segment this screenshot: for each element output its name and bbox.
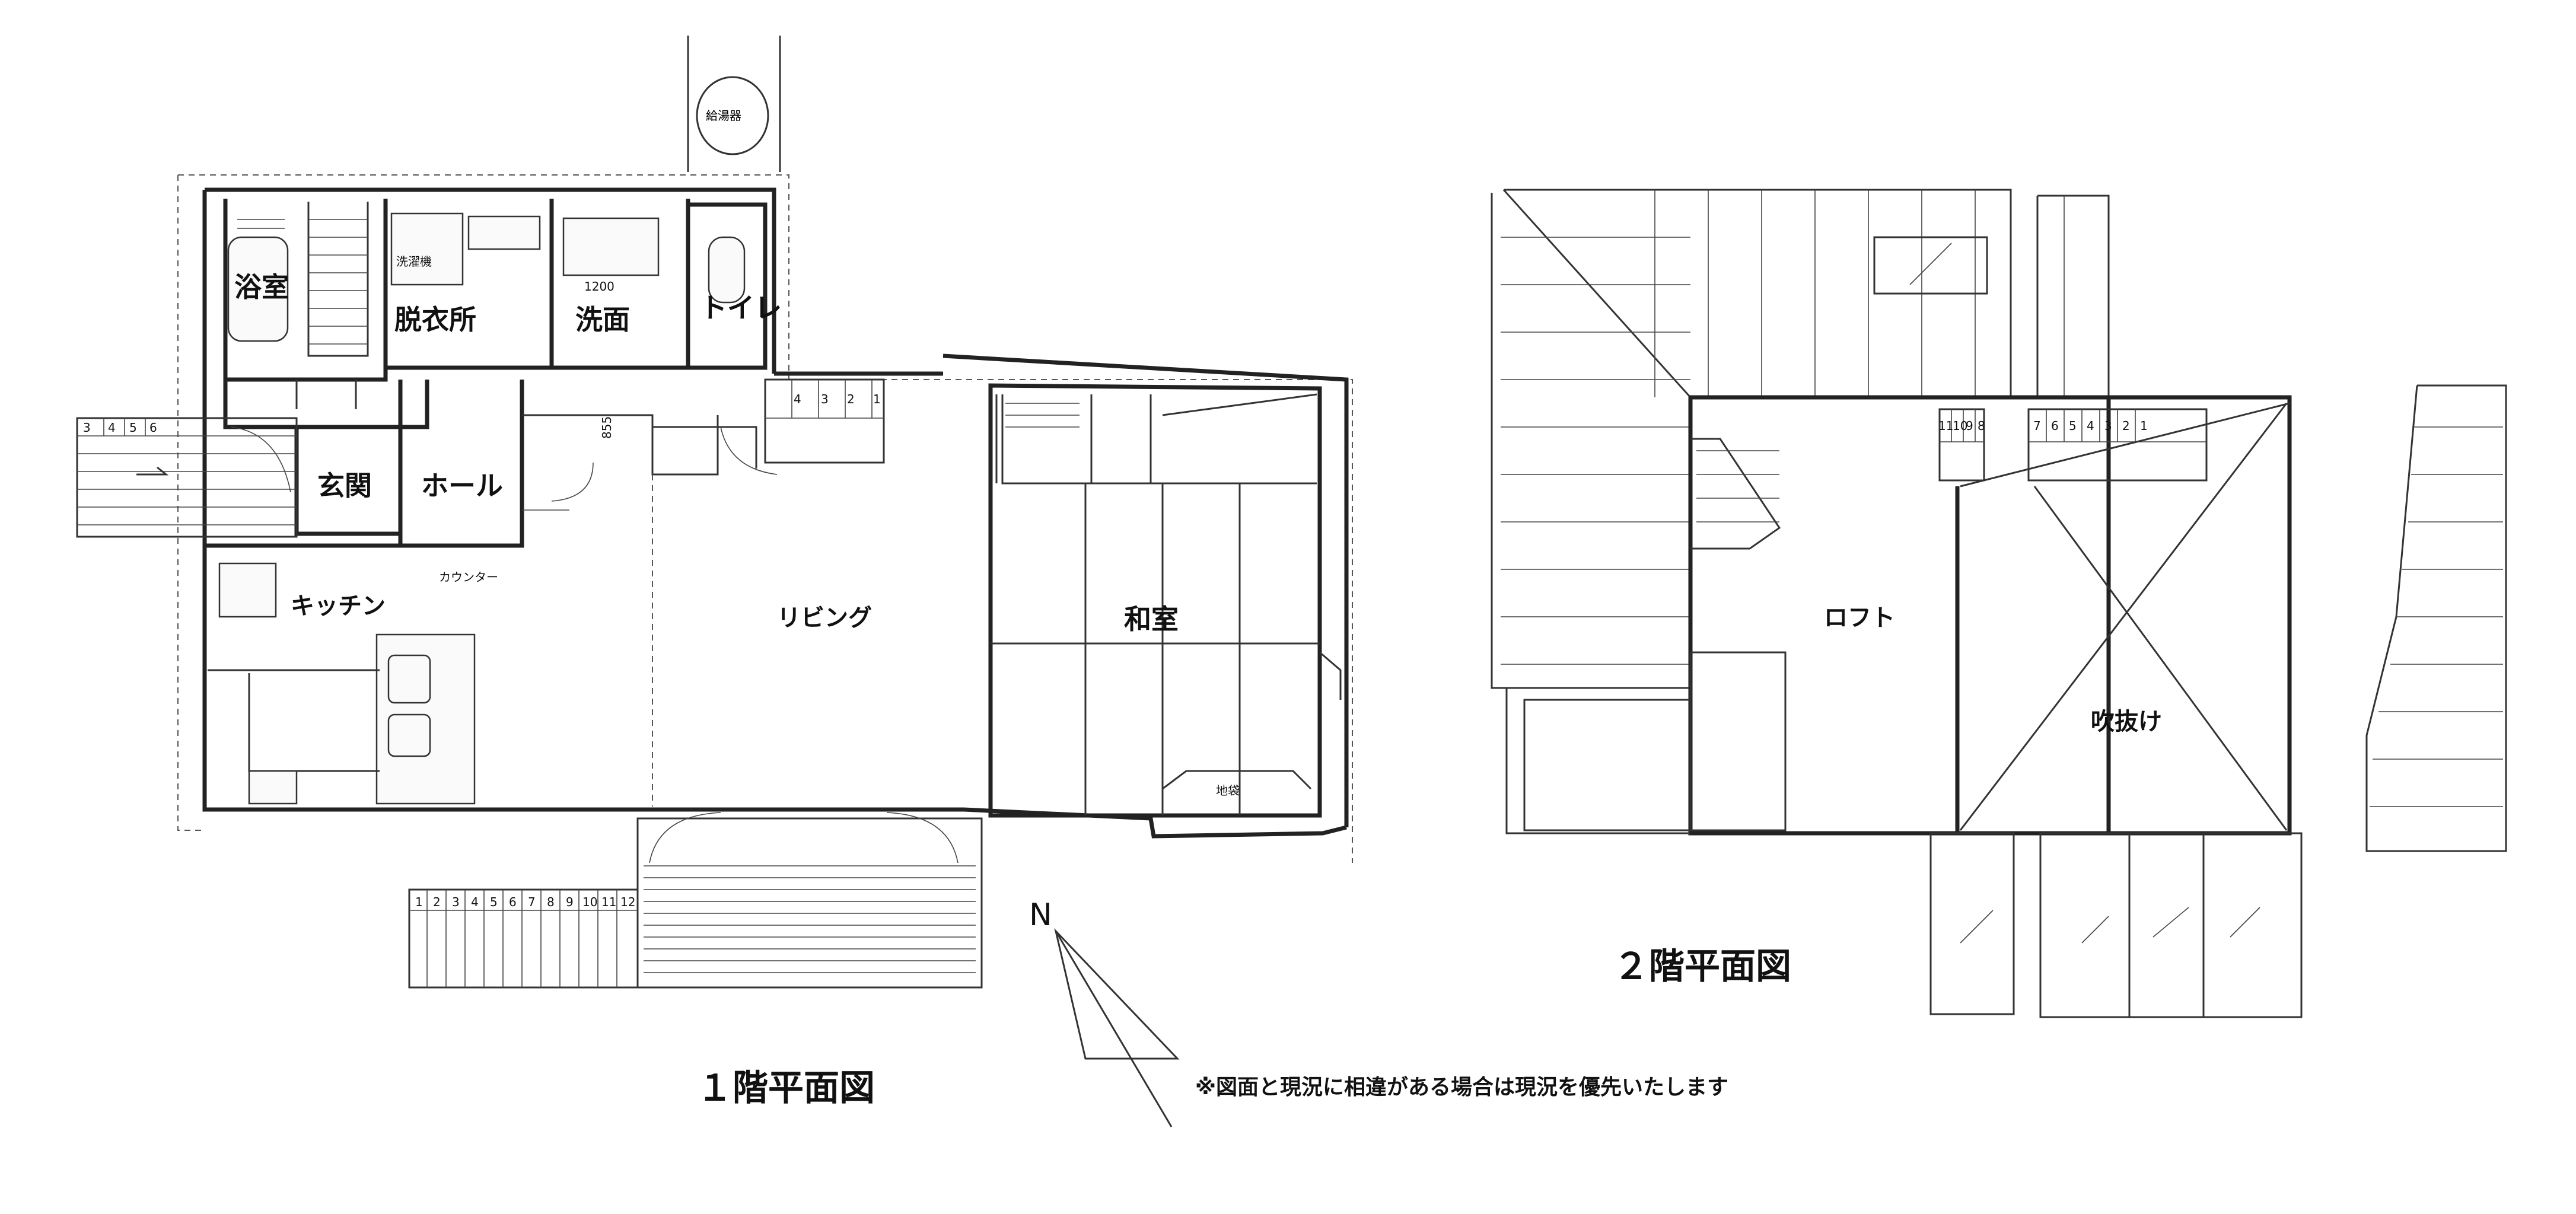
step-number: 12 bbox=[620, 895, 635, 909]
japanese-room-label: 和室 bbox=[1124, 603, 1179, 635]
step-number: 8 bbox=[1978, 419, 1985, 433]
step-number: 10 bbox=[1953, 419, 1967, 433]
stair-floor2-numbers: 11 10 9 8 7 6 5 4 3 2 1 bbox=[1938, 419, 2148, 433]
void-label: 吹抜け bbox=[2091, 708, 2162, 735]
roof-left bbox=[1491, 189, 2012, 689]
step-number: 1 bbox=[415, 895, 423, 909]
toko-label: 地袋 bbox=[1216, 783, 1240, 798]
step-number: 1 bbox=[2140, 419, 2148, 433]
step-number: 2 bbox=[847, 392, 855, 406]
tatami-lines bbox=[991, 483, 1320, 815]
kitchen-sink-icon bbox=[387, 654, 431, 704]
floor2-plan bbox=[1491, 189, 2507, 1018]
meter-box: 給湯器 bbox=[687, 36, 781, 172]
step-number: 4 bbox=[2087, 419, 2094, 433]
step-number: 9 bbox=[1966, 419, 1973, 433]
svg-text:給湯器: 給湯器 bbox=[706, 109, 741, 123]
stair-floor2 bbox=[1938, 408, 2208, 482]
stair-bottom-numbers: 1 2 3 4 5 6 7 8 9 10 11 12 bbox=[415, 895, 635, 909]
step-number: 6 bbox=[149, 420, 157, 435]
wood-deck bbox=[636, 812, 983, 989]
washer-icon bbox=[390, 212, 464, 286]
bath-tiles bbox=[308, 219, 368, 345]
stair-left-numbers: 3 4 5 6 bbox=[83, 420, 157, 435]
hall-label: ホール bbox=[421, 470, 503, 502]
step-number: 2 bbox=[2122, 419, 2130, 433]
stair-top-numbers: 4 3 2 1 bbox=[794, 392, 881, 406]
step-number: 5 bbox=[2069, 419, 2077, 433]
toilet-icon bbox=[708, 236, 746, 304]
step-number: 7 bbox=[2033, 419, 2041, 433]
step-number: 11 bbox=[1938, 419, 1953, 433]
step-number: 1 bbox=[873, 392, 881, 406]
range-hood-icon bbox=[218, 562, 277, 618]
step-number: 8 bbox=[547, 895, 555, 909]
step-number: 4 bbox=[794, 392, 801, 406]
step-number: 7 bbox=[528, 895, 536, 909]
step-number: 9 bbox=[566, 895, 574, 909]
floor2-title: ２階平面図 bbox=[1613, 946, 1791, 987]
floor1-title: １階平面図 bbox=[697, 1068, 875, 1109]
kitchen-label: キッチン bbox=[291, 592, 386, 620]
step-number: 4 bbox=[108, 420, 116, 435]
floor1-plan: 給湯器 bbox=[76, 36, 1353, 989]
step-number: 11 bbox=[601, 895, 616, 909]
toilet-label: トイレ bbox=[700, 292, 782, 324]
step-number: 6 bbox=[509, 895, 517, 909]
dressing-room-label: 脱衣所 bbox=[394, 304, 476, 336]
sink-width-label: 1200 bbox=[584, 279, 614, 294]
step-number: 10 bbox=[582, 895, 597, 909]
bathtub-icon bbox=[227, 236, 289, 342]
north-label: N bbox=[1029, 897, 1052, 933]
washroom-label: 洗面 bbox=[575, 304, 630, 336]
dim-855-label: 855 bbox=[600, 416, 614, 439]
step-number: 3 bbox=[452, 895, 460, 909]
step-number: 5 bbox=[129, 420, 137, 435]
stair-left bbox=[76, 417, 298, 538]
counter-label: カウンター bbox=[439, 570, 498, 584]
roof-right bbox=[2365, 384, 2507, 852]
step-number: 6 bbox=[2051, 419, 2059, 433]
living-label: リビング bbox=[777, 604, 872, 632]
north-arrow-icon bbox=[1054, 928, 1180, 1127]
loft-label: ロフト bbox=[1824, 604, 1895, 632]
step-number: 3 bbox=[821, 392, 829, 406]
step-number: 2 bbox=[433, 895, 441, 909]
step-number: 3 bbox=[2104, 419, 2112, 433]
washer-label: 洗濯機 bbox=[396, 254, 432, 269]
step-number: 3 bbox=[83, 420, 91, 435]
stair-top bbox=[764, 378, 885, 464]
step-number: 4 bbox=[471, 895, 479, 909]
stair-bottom bbox=[408, 888, 639, 989]
entrance-label: 玄関 bbox=[317, 470, 372, 502]
balcony bbox=[1929, 832, 2303, 1018]
bath-label: 浴室 bbox=[234, 271, 289, 303]
step-number: 5 bbox=[490, 895, 498, 909]
disclaimer-note: ※図面と現況に相違がある場合は現況を優先いたします bbox=[1195, 1075, 1728, 1100]
